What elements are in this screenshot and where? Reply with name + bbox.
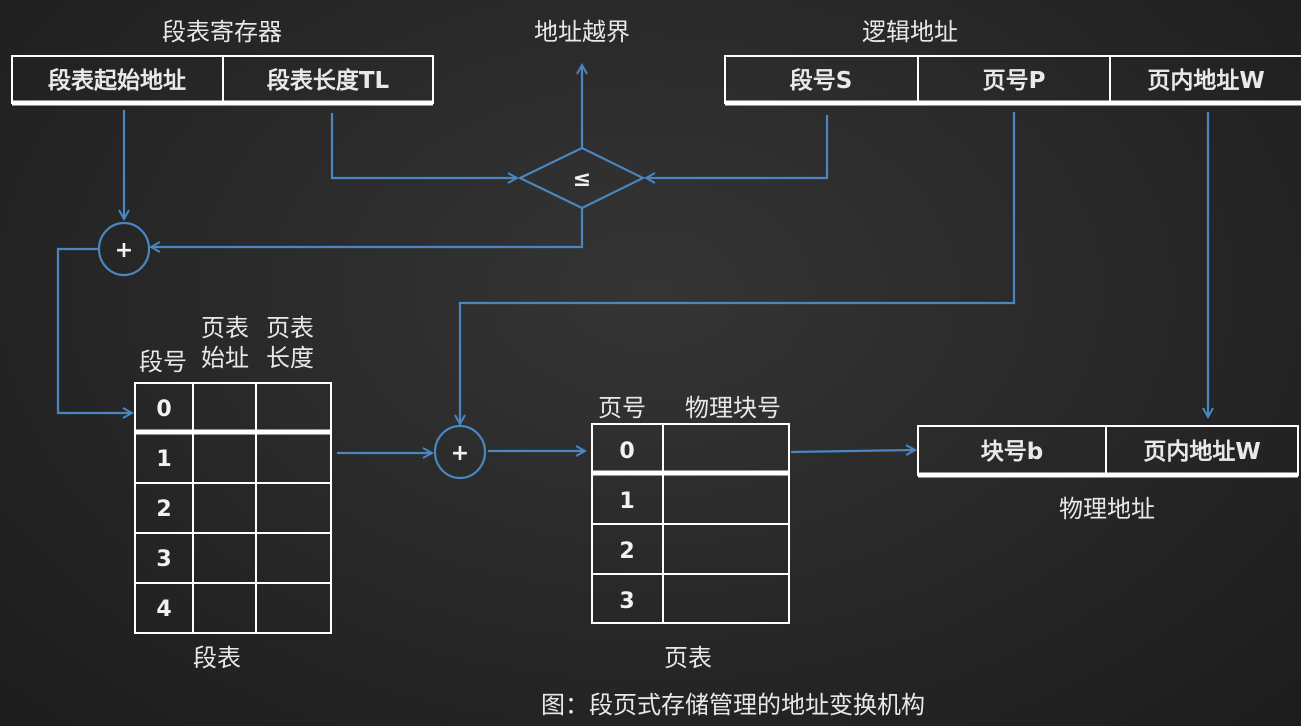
logical-page: 页号P bbox=[983, 68, 1046, 94]
page-row-1: 1 bbox=[619, 489, 634, 514]
register-title: 段表寄存器 bbox=[162, 18, 282, 46]
segment-table-register: 段表起始地址 段表长度TL bbox=[11, 55, 434, 106]
register-start-address: 段表起始地址 bbox=[48, 67, 186, 94]
comparator-symbol: ≤ bbox=[573, 167, 591, 192]
segment-table: 段号 页表 始址 页表 长度 0 1 2 3 4 段表 bbox=[134, 314, 332, 672]
adder-1: + bbox=[97, 221, 151, 277]
adder-2-symbol: + bbox=[451, 441, 469, 466]
page-row-0: 0 bbox=[619, 439, 634, 464]
logical-offset: 页内地址W bbox=[1147, 68, 1264, 94]
figure-caption: 图：段页式存储管理的地址变换机构 bbox=[541, 691, 925, 719]
page-row-3: 3 bbox=[619, 589, 634, 614]
header-pt-len-2: 长度 bbox=[266, 344, 314, 372]
comparator-diamond: ≤ bbox=[517, 146, 646, 210]
adder-1-symbol: + bbox=[115, 238, 133, 263]
header-frame-no: 物理块号 bbox=[685, 394, 781, 422]
wires bbox=[56, 65, 1208, 453]
segment-row-2: 2 bbox=[156, 497, 171, 522]
header-pt-len-1: 页表 bbox=[266, 314, 314, 342]
physical-address-title: 物理地址 bbox=[1059, 495, 1155, 523]
logical-address-title: 逻辑地址 bbox=[862, 18, 958, 46]
adder-2: + bbox=[433, 424, 487, 480]
physical-offset: 页内地址W bbox=[1143, 439, 1260, 465]
segment-row-4: 4 bbox=[156, 597, 171, 622]
physical-address-box: 块号b 页内地址W 物理地址 bbox=[917, 425, 1299, 523]
logical-address-box: 段号S 页号P 页内地址W bbox=[724, 55, 1301, 106]
segment-row-1: 1 bbox=[156, 447, 171, 472]
page-table-caption: 页表 bbox=[664, 644, 712, 672]
page-table: 页号 物理块号 0 1 2 3 页表 bbox=[591, 394, 790, 672]
header-pt-start-2: 始址 bbox=[201, 344, 249, 372]
segment-row-0: 0 bbox=[156, 397, 171, 422]
header-pt-start-1: 页表 bbox=[201, 314, 249, 342]
register-length: 段表长度TL bbox=[267, 67, 390, 94]
out-of-bounds-label: 地址越界 bbox=[534, 18, 630, 46]
physical-block: 块号b bbox=[981, 439, 1043, 465]
segment-row-3: 3 bbox=[156, 547, 171, 572]
header-page-no: 页号 bbox=[598, 394, 646, 422]
header-segment-no: 段号 bbox=[139, 348, 187, 376]
page-row-2: 2 bbox=[619, 539, 634, 564]
logical-segment: 段号S bbox=[790, 67, 853, 94]
segment-table-caption: 段表 bbox=[193, 644, 241, 672]
